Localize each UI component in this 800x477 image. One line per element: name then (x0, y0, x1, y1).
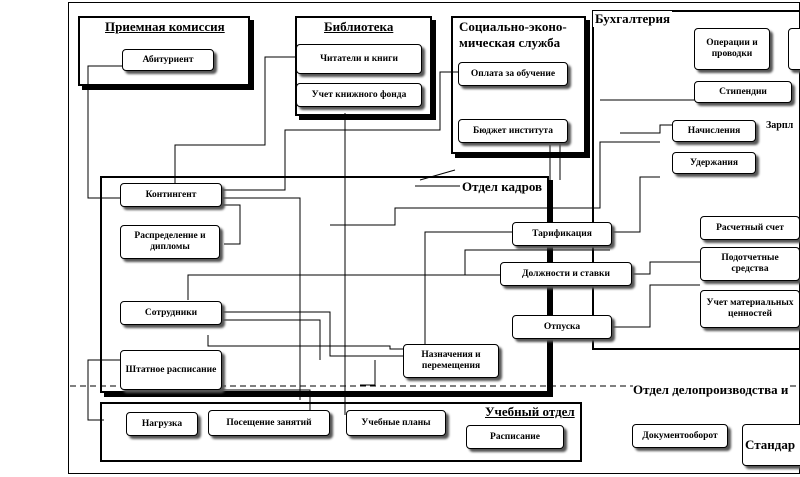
box-tariffication[interactable]: Тарификация (512, 222, 612, 246)
box-applicant[interactable]: Абитуриент (122, 49, 214, 71)
box-staff[interactable]: Сотрудники (120, 301, 222, 325)
dept-admission-title: Приемная комиссия (103, 19, 227, 35)
box-staffing-schedule[interactable]: Штатное расписание (120, 350, 222, 390)
box-distribution[interactable]: Распределение и дипломы (120, 225, 220, 259)
box-vacations[interactable]: Отпуска (512, 315, 612, 339)
box-contingent[interactable]: Контингент (120, 183, 222, 207)
box-operations[interactable]: Операции и проводки (694, 28, 770, 70)
dept-records-title: Отдел делопроизводства и (633, 382, 789, 398)
box-doc-flow[interactable]: Документооборот (632, 424, 728, 448)
box-readers-books[interactable]: Читатели и книги (296, 44, 422, 74)
box-material-assets[interactable]: Учет материальных ценностей (700, 290, 800, 328)
box-appointments[interactable]: Назначения и перемещения (403, 344, 499, 378)
dept-accounting-frame (592, 10, 800, 350)
box-settlement-account[interactable]: Расчетный счет (700, 216, 800, 240)
box-institute-budget[interactable]: Бюджет института (458, 119, 568, 143)
box-positions-rates[interactable]: Должности и ставки (500, 262, 632, 286)
box-operations-partial (788, 28, 800, 70)
dept-library-title: Библиотека (322, 19, 396, 35)
dept-socio-econ-title-2: мическая служба (457, 35, 563, 51)
dept-study-title: Учебный отдел (483, 404, 577, 420)
dept-socio-econ-title-1: Социально-эконо- (457, 19, 569, 35)
box-scholarship[interactable]: Стипендии (694, 81, 792, 103)
dept-study-frame (100, 402, 582, 462)
dept-accounting-title: Бухгалтерия (593, 11, 672, 27)
dept-admission-frame (78, 16, 250, 86)
box-workload[interactable]: Нагрузка (126, 412, 198, 436)
box-schedule[interactable]: Расписание (466, 425, 564, 449)
box-accountable-funds[interactable]: Подотчетные средства (700, 247, 800, 281)
dept-socio-econ-frame (451, 16, 586, 154)
dept-hr-title: Отдел кадров (460, 179, 545, 195)
box-book-fund[interactable]: Учет книжного фонда (296, 83, 422, 107)
box-accruals[interactable]: Начисления (672, 120, 756, 142)
box-standards[interactable]: Стандар (742, 424, 800, 466)
box-deductions[interactable]: Удержания (672, 152, 756, 174)
box-curricula[interactable]: Учебные планы (346, 410, 446, 436)
box-attendance[interactable]: Посещение занятий (208, 410, 330, 436)
box-tuition-payment[interactable]: Оплата за обучение (458, 62, 568, 86)
dept-salary-partial-title: Зарпл (766, 120, 794, 131)
